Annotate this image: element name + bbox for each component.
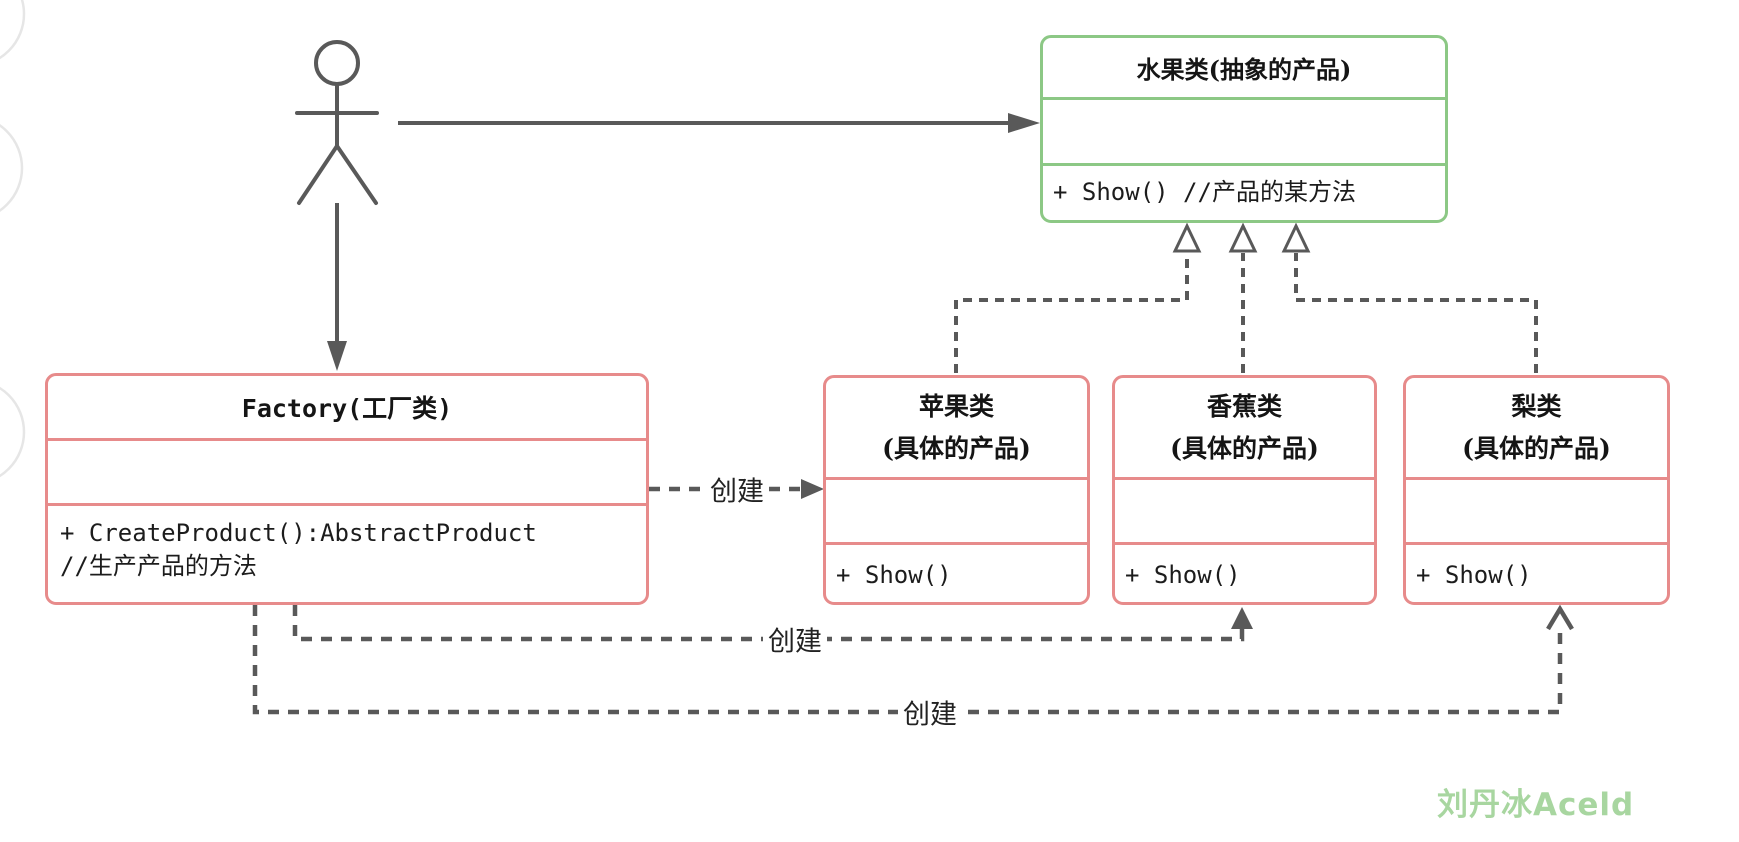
class-box-banana: 香蕉类 (具体的产品) + Show() — [1112, 375, 1377, 605]
faint-edge-arcs — [0, 0, 26, 478]
class-title-line: (具体的产品) — [882, 433, 1031, 463]
actor-head — [314, 40, 360, 86]
filled-chevron-icon — [1231, 607, 1253, 629]
hollow-triangle-icon — [1281, 222, 1311, 253]
actor-stick-figure-icon — [295, 40, 379, 205]
class-method: + Show() — [1406, 542, 1667, 602]
class-title: 水果类(抽象的产品) — [1136, 55, 1352, 84]
class-attributes-empty — [1115, 477, 1374, 542]
pear-realization-line — [1294, 253, 1538, 373]
edge-label-create-apple: 创建 — [705, 469, 769, 509]
class-methods: + CreateProduct():AbstractProduct //生产产品… — [48, 503, 646, 602]
class-method: + CreateProduct():AbstractProduct — [60, 519, 537, 547]
class-method-comment: //生产产品的方法 — [60, 552, 257, 580]
class-title-line: 梨类 — [1511, 391, 1562, 421]
arrowhead-right-icon — [1008, 113, 1040, 133]
class-attributes-empty — [1043, 97, 1445, 163]
edge-label-create-pear: 创建 — [898, 692, 962, 732]
class-title-line: 香蕉类 — [1206, 391, 1282, 421]
actor-to-factory-arrow — [327, 203, 347, 371]
filled-chevron-icon — [801, 479, 824, 499]
arrowhead-down-icon — [327, 341, 347, 371]
class-method: + Show() — [826, 542, 1087, 602]
watermark-author: 刘丹冰Aceld — [1437, 787, 1635, 823]
class-attributes-empty — [826, 477, 1087, 542]
class-box-abstract-product: 水果类(抽象的产品) + Show() //产品的某方法 — [1040, 35, 1448, 223]
actor-left-leg — [297, 144, 339, 205]
class-title-line: (具体的产品) — [1462, 433, 1611, 463]
class-attributes-empty — [1406, 477, 1667, 542]
hollow-triangle-icon — [1228, 222, 1258, 253]
class-title: Factory(工厂类) — [241, 394, 453, 423]
class-title: 香蕉类 (具体的产品) — [1115, 378, 1374, 477]
actor-to-abstract-arrow — [398, 113, 1040, 133]
class-title: 苹果类 (具体的产品) — [826, 378, 1087, 477]
realization-lines — [954, 253, 1538, 373]
factory-to-pear-dependency — [252, 604, 1574, 715]
inheritance-triangles — [1172, 222, 1311, 253]
hollow-triangle-icon — [1172, 222, 1202, 253]
factory-to-apple-dependency — [649, 479, 824, 499]
edge-label-create-banana: 创建 — [763, 619, 827, 659]
class-title-line: (具体的产品) — [1170, 433, 1319, 463]
actor-right-leg — [335, 144, 378, 205]
class-box-apple: 苹果类 (具体的产品) + Show() — [823, 375, 1090, 605]
class-box-factory: Factory(工厂类) + CreateProduct():AbstractP… — [45, 373, 649, 605]
apple-realization-line — [954, 253, 1189, 373]
class-method: + Show() //产品的某方法 — [1043, 163, 1445, 220]
class-title: 梨类 (具体的产品) — [1406, 378, 1667, 477]
open-chevron-icon — [1546, 604, 1574, 631]
class-title-line: 苹果类 — [918, 391, 994, 421]
class-method: + Show() — [1115, 542, 1374, 602]
class-box-pear: 梨类 (具体的产品) + Show() — [1403, 375, 1670, 605]
class-attributes-empty — [48, 438, 646, 503]
